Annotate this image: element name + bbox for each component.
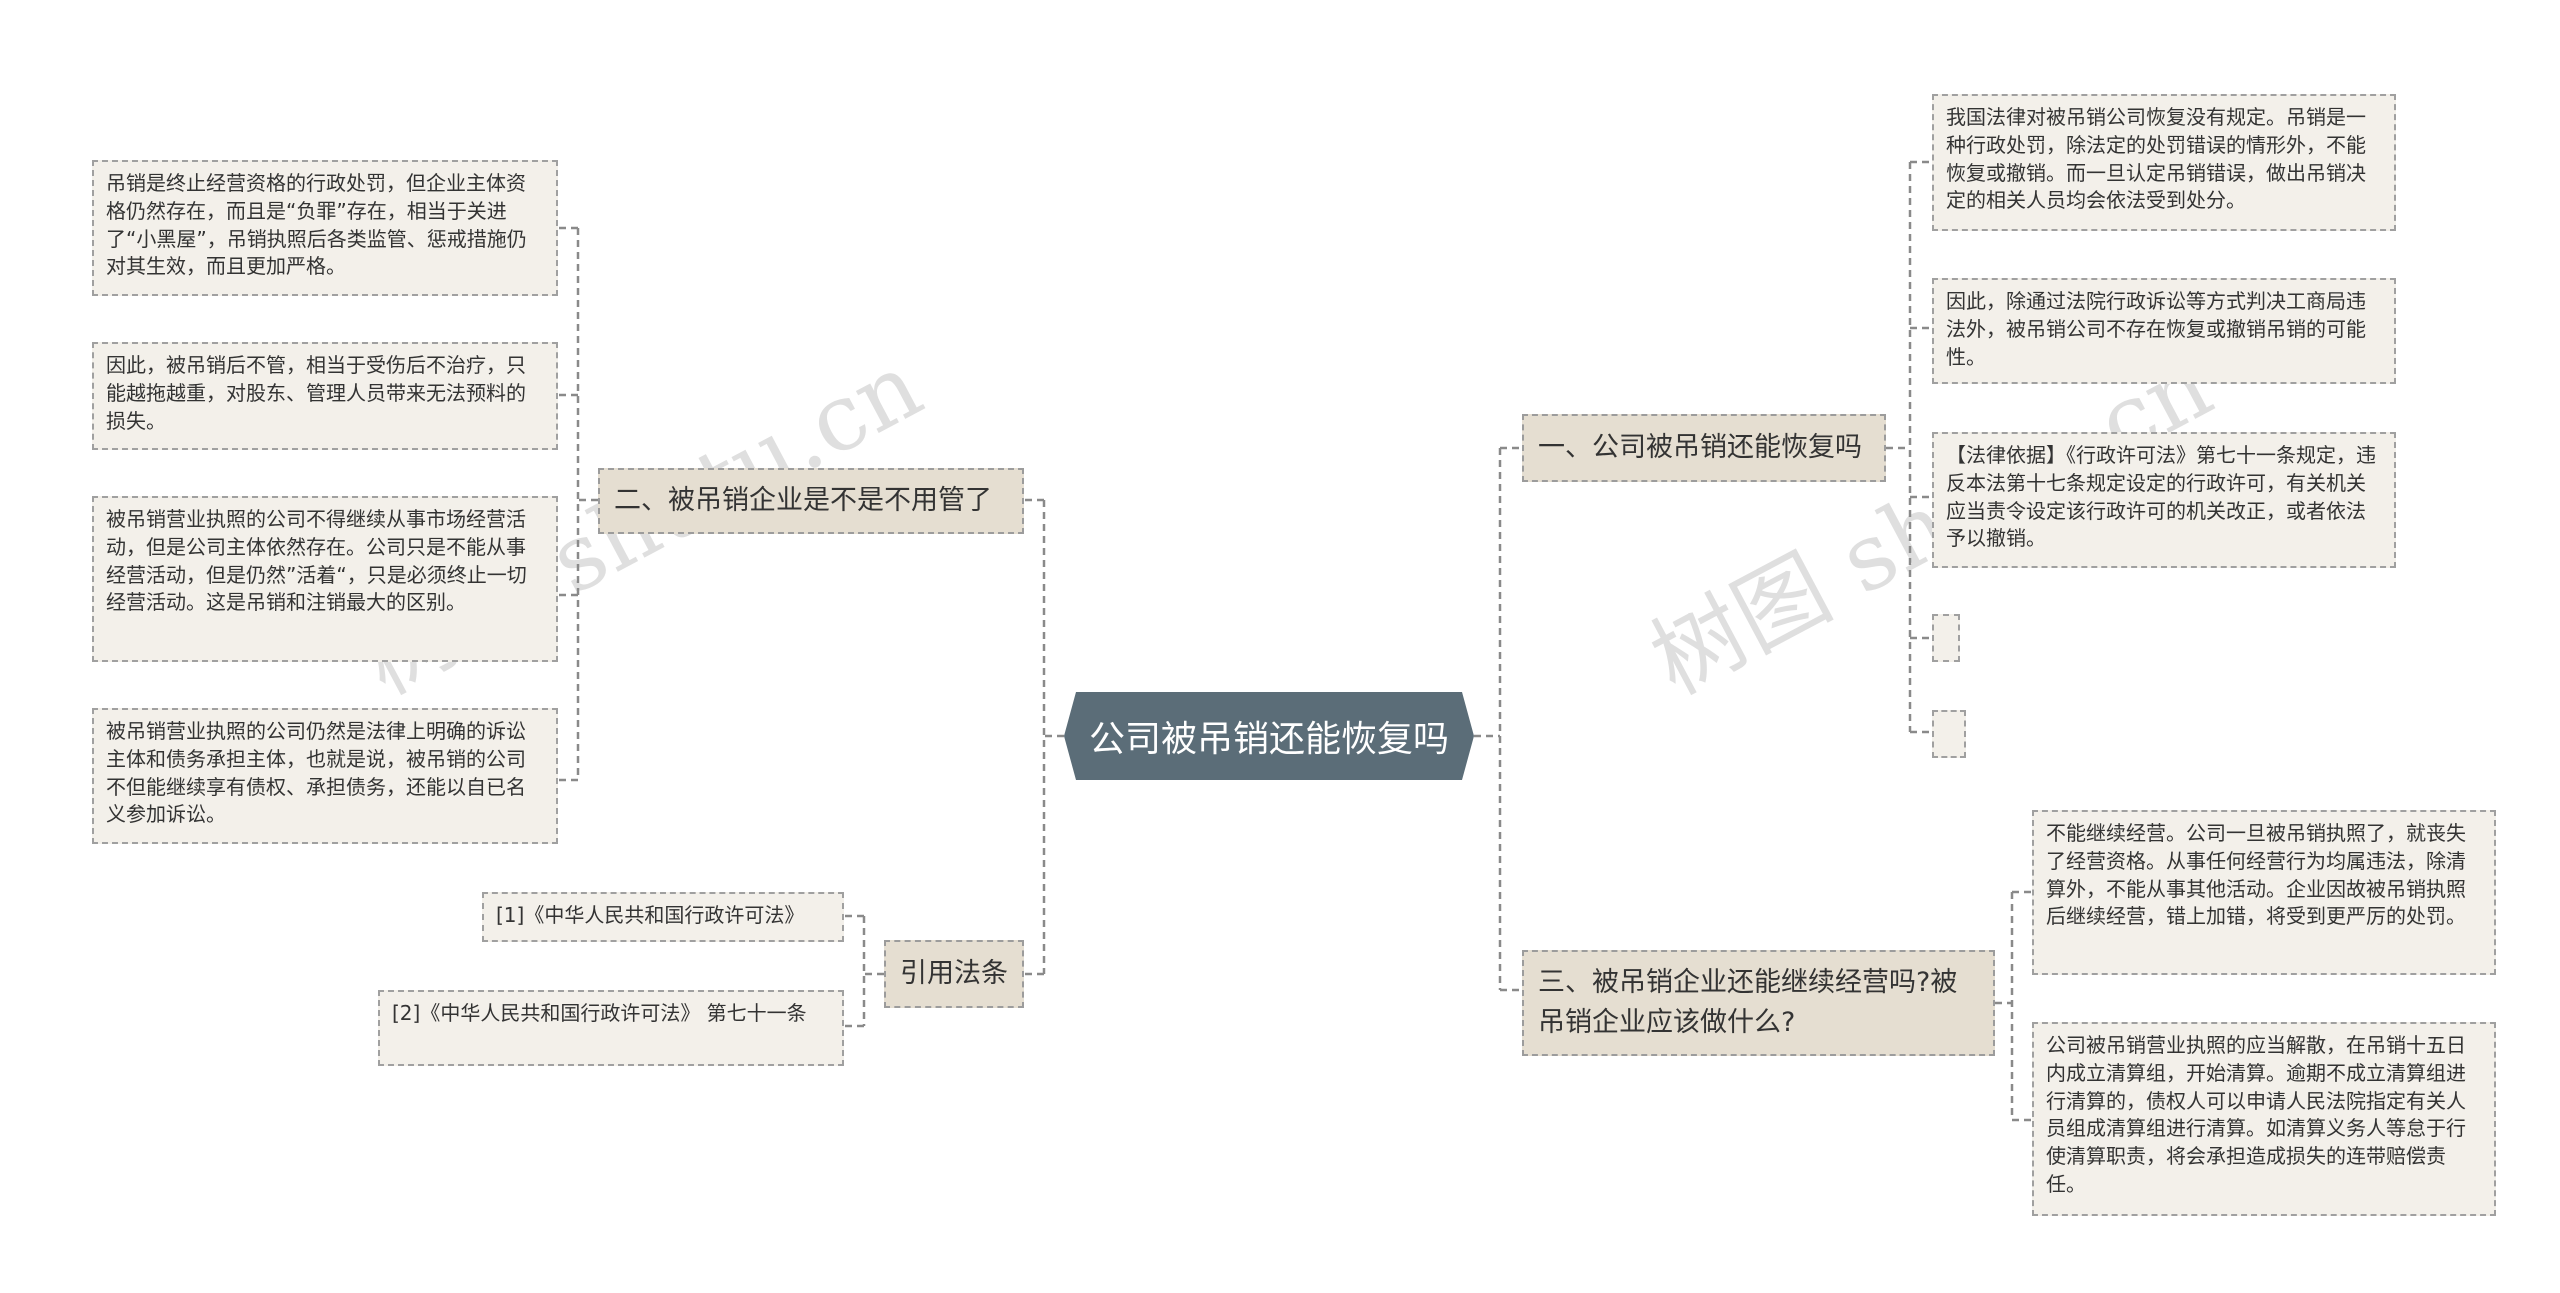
branch-2-leaf-2[interactable]: 因此，被吊销后不管，相当于受伤后不治疗，只能越拖越重，对股东、管理人员带来无法预… (92, 342, 558, 450)
branch-3-leaf-2[interactable]: 公司被吊销营业执照的应当解散，在吊销十五日内成立清算组，开始清算。逾期不成立清算… (2032, 1022, 2496, 1216)
branch-1-leaf-2[interactable]: 因此，除通过法院行政诉讼等方式判决工商局违法外，被吊销公司不存在恢复或撤销吊销的… (1932, 278, 2396, 384)
branch-1-leaf-1[interactable]: 我国法律对被吊销公司恢复没有规定。吊销是一种行政处罚，除法定的处罚错误的情形外，… (1932, 94, 2396, 231)
branch-1-leaf-4-empty[interactable] (1932, 614, 1960, 662)
root-topic[interactable]: 公司被吊销还能恢复吗 (1064, 692, 1474, 780)
branch-3-topic[interactable]: 三、被吊销企业还能继续经营吗?被吊销企业应该做什么? (1522, 950, 1995, 1056)
branch-3-leaf-1[interactable]: 不能继续经营。公司一旦被吊销执照了，就丧失了经营资格。从事任何经营行为均属违法，… (2032, 810, 2496, 975)
branch-4-leaf-2[interactable]: [2]《中华人民共和国行政许可法》 第七十一条 (378, 990, 844, 1066)
branch-1-leaf-5-empty[interactable] (1932, 710, 1966, 758)
branch-1-topic[interactable]: 一、公司被吊销还能恢复吗 (1522, 414, 1886, 482)
branch-1-leaf-3[interactable]: 【法律依据】《行政许可法》第七十一条规定，违反本法第十七条规定设定的行政许可，有… (1932, 432, 2396, 568)
branch-2-leaf-4[interactable]: 被吊销营业执照的公司仍然是法律上明确的诉讼主体和债务承担主体，也就是说，被吊销的… (92, 708, 558, 844)
branch-4-topic[interactable]: 引用法条 (884, 940, 1024, 1008)
branch-2-leaf-1[interactable]: 吊销是终止经营资格的行政处罚，但企业主体资格仍然存在，而且是“负罪”存在，相当于… (92, 160, 558, 296)
branch-4-leaf-1[interactable]: [1]《中华人民共和国行政许可法》 (482, 892, 844, 942)
branch-2-leaf-3[interactable]: 被吊销营业执照的公司不得继续从事市场经营活动，但是公司主体依然存在。公司只是不能… (92, 496, 558, 662)
branch-2-topic[interactable]: 二、被吊销企业是不是不用管了 (598, 468, 1024, 534)
